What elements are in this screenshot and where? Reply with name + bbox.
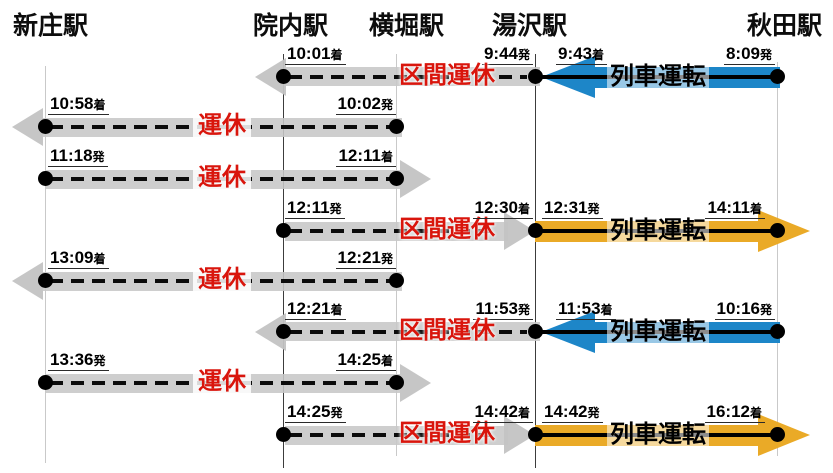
station-dot (38, 375, 53, 390)
station-dot (770, 427, 785, 442)
station-line-akita (777, 62, 778, 456)
time-label: 14:25着 (335, 351, 396, 371)
station-name-akita: 秋田駅 (747, 12, 823, 40)
station-dot (770, 223, 785, 238)
gray-arrowhead-left-icon (12, 262, 43, 300)
station-dot (276, 324, 291, 339)
suspended-dashed-line (289, 330, 527, 334)
gray-arrowhead-right-icon (400, 160, 431, 198)
status-label-section-suspended: 区間運休 (399, 317, 495, 344)
time-label: 16:12着 (704, 403, 765, 423)
time-label: 11:53着 (556, 300, 616, 320)
time-label: 9:43着 (556, 45, 608, 65)
status-label-suspended: 運休 (193, 166, 251, 190)
status-label-operating: 列車運転 (607, 423, 709, 447)
status-label-section-suspended: 区間運休 (399, 216, 495, 243)
station-line-shinjo (45, 66, 46, 463)
status-label-section-suspended: 区間運休 (399, 62, 495, 89)
time-label: 12:11発 (285, 199, 345, 219)
time-label: 10:58着 (48, 95, 109, 115)
time-label: 14:25発 (285, 403, 346, 423)
station-name-yokobori: 横堀駅 (369, 12, 445, 40)
time-label: 8:09発 (723, 45, 775, 65)
station-name-innai: 院内駅 (253, 12, 329, 40)
station-dot (770, 69, 785, 84)
time-label: 12:21発 (335, 249, 396, 269)
station-dot (389, 273, 404, 288)
station-dot (38, 171, 53, 186)
suspended-dashed-line (289, 433, 499, 437)
station-dot (528, 223, 543, 238)
station-dot (276, 69, 291, 84)
station-dot (38, 119, 53, 134)
station-line-yuzawa (535, 54, 536, 468)
station-name-yuzawa: 湯沢駅 (492, 12, 568, 40)
station-dot (528, 427, 543, 442)
time-label: 10:16発 (714, 300, 775, 320)
status-label-operating: 列車運転 (607, 320, 709, 344)
time-label: 12:31発 (542, 199, 603, 219)
station-dot (389, 375, 404, 390)
gray-arrowhead-right-icon (400, 364, 431, 402)
station-dot (38, 273, 53, 288)
station-dot (276, 427, 291, 442)
station-name-shinjo: 新庄駅 (13, 12, 89, 40)
time-label: 11:53発 (473, 300, 533, 320)
gray-arrowhead-left-icon (12, 108, 43, 146)
station-dot (389, 171, 404, 186)
status-label-suspended: 運休 (193, 370, 251, 394)
time-label: 12:30着 (472, 199, 533, 219)
time-label: 12:11着 (336, 147, 396, 167)
station-line-innai (283, 54, 284, 468)
station-dot (770, 324, 785, 339)
time-label: 10:01着 (285, 45, 346, 65)
suspended-dashed-line (289, 229, 499, 233)
suspended-dashed-line (289, 75, 527, 79)
status-label-suspended: 運休 (193, 114, 251, 138)
time-label: 13:36発 (48, 351, 109, 371)
time-label: 10:02発 (335, 95, 396, 115)
time-label: 14:42着 (472, 403, 533, 423)
time-label: 14:42発 (542, 403, 603, 423)
time-label: 13:09着 (48, 249, 109, 269)
time-label: 12:21着 (285, 300, 346, 320)
station-dot (389, 119, 404, 134)
status-label-operating: 列車運転 (607, 65, 709, 89)
status-label-operating: 列車運転 (607, 219, 709, 243)
status-label-suspended: 運休 (193, 268, 251, 292)
station-dot (276, 223, 291, 238)
station-line-yokobori (396, 54, 397, 456)
time-label: 14:11着 (705, 199, 765, 219)
time-label: 11:18発 (48, 147, 108, 167)
time-label: 9:44発 (481, 45, 533, 65)
status-label-section-suspended: 区間運休 (399, 420, 495, 447)
